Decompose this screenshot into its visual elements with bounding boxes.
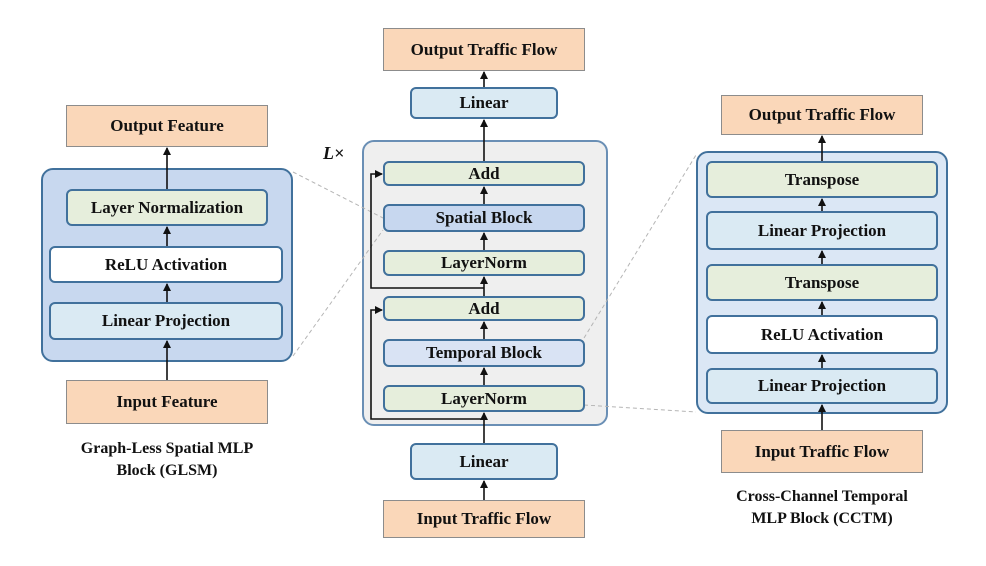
main-layernorm-top: LayerNorm xyxy=(383,250,585,276)
cctm-transpose-top: Transpose xyxy=(706,161,938,198)
main-add-top: Add xyxy=(383,161,585,186)
cctm-caption-line2: MLP Block (CCTM) xyxy=(751,510,893,527)
cctm-input-traffic-flow: Input Traffic Flow xyxy=(721,430,923,473)
cctm-linear-projection-bottom: Linear Projection xyxy=(706,368,938,404)
cctm-caption-line1: Cross-Channel Temporal xyxy=(736,488,908,505)
glsm-layer-normalization: Layer Normalization xyxy=(66,189,268,226)
cctm-caption: Cross-Channel Temporal MLP Block (CCTM) xyxy=(686,486,958,530)
main-layernorm-bottom: LayerNorm xyxy=(383,385,585,412)
cctm-linear-projection-top: Linear Projection xyxy=(706,211,938,250)
glsm-caption-line2: Block (GLSM) xyxy=(116,462,218,479)
main-input-traffic-flow: Input Traffic Flow xyxy=(383,500,585,538)
glsm-output-feature: Output Feature xyxy=(66,105,268,147)
cctm-relu-activation: ReLU Activation xyxy=(706,315,938,354)
cctm-output-traffic-flow: Output Traffic Flow xyxy=(721,95,923,135)
main-spatial-block: Spatial Block xyxy=(383,204,585,232)
glsm-linear-projection: Linear Projection xyxy=(49,302,283,340)
glsm-input-feature: Input Feature xyxy=(66,380,268,424)
glsm-relu-activation: ReLU Activation xyxy=(49,246,283,283)
main-linear-bottom: Linear xyxy=(410,443,558,480)
main-output-traffic-flow: Output Traffic Flow xyxy=(383,28,585,71)
glsm-caption-line1: Graph-Less Spatial MLP xyxy=(80,440,254,457)
cctm-transpose-mid: Transpose xyxy=(706,264,938,301)
main-linear-top: Linear xyxy=(410,87,558,119)
glsm-caption: Graph-Less Spatial MLP Block (GLSM) xyxy=(30,438,304,482)
main-add-bottom: Add xyxy=(383,296,585,321)
repeat-label: L× xyxy=(323,143,345,163)
main-temporal-block: Temporal Block xyxy=(383,339,585,367)
